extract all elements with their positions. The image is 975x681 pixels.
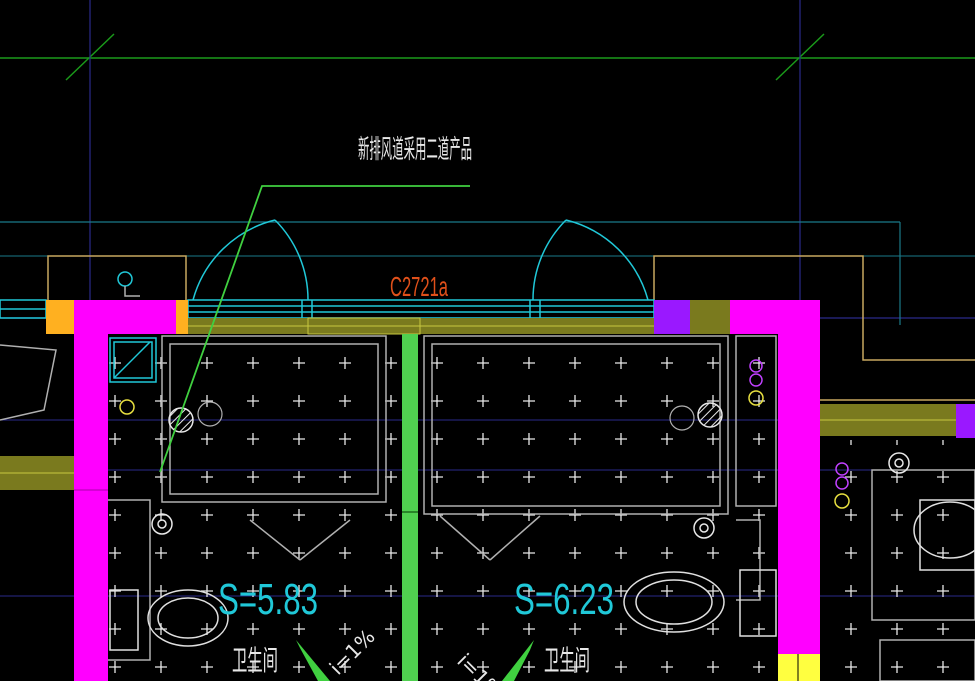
floor-drain-left (168, 401, 223, 433)
walls (74, 300, 820, 681)
ledge-outline (47, 255, 975, 401)
window-tag: C2721a (390, 271, 448, 302)
room-area-left: S=5.83 (218, 575, 318, 624)
room-area-right: S=6.23 (514, 575, 614, 624)
fixture-outlines (0, 335, 975, 681)
room-floor-left (108, 334, 400, 681)
toilet-right (623, 569, 777, 637)
room-floor-side (822, 440, 975, 681)
partition-wall (402, 334, 418, 681)
window-sill (0, 300, 956, 490)
floor-drain-right (669, 402, 723, 431)
riser-symbols (117, 271, 910, 539)
vent-shaft (109, 337, 157, 383)
slope-arrow-left (296, 640, 330, 681)
columns (46, 300, 975, 681)
toilet-side (913, 499, 975, 571)
slope-arrow-right (502, 640, 534, 681)
room-name-left: 卫生间 (232, 644, 278, 677)
ventilation-note: 新排风道采用二道产品 (358, 135, 472, 165)
toilet-left (109, 589, 229, 651)
room-name-right: 卫生间 (544, 644, 590, 677)
note-leader-line (159, 185, 470, 473)
room-floor-right (420, 334, 778, 681)
